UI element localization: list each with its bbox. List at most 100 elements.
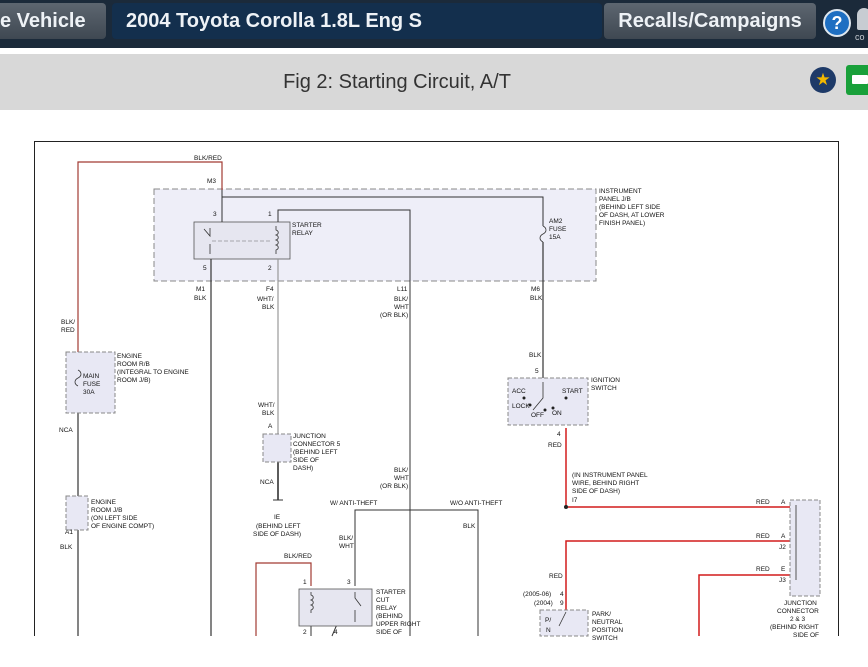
label-relay-pin-3: 3 <box>213 211 217 218</box>
label-am2-1: AM2 <box>549 218 563 225</box>
wire-red-jc-j2 <box>565 540 790 636</box>
label-ign-blk: BLK <box>529 352 542 359</box>
vehicle-title-text: 2004 Toyota Corolla 1.8L Eng S <box>126 9 423 32</box>
help-icon[interactable]: ? <box>823 9 851 37</box>
label-pn-pin-4: 4 <box>560 591 564 598</box>
label-ipjb-4: OF DASH, AT LOWER <box>599 212 665 219</box>
engine-room-jb-box <box>65 495 89 531</box>
label-ign-red: RED <box>548 442 562 449</box>
label-cut-relay-4: (BEHIND <box>376 613 403 620</box>
label-cut-wire-2: WHT <box>339 543 354 550</box>
starter-relay-coil <box>274 226 279 254</box>
label-pn-switch-2: NEUTRAL <box>592 619 623 626</box>
label-jc-red-j2: RED <box>756 533 770 540</box>
label-l11-lower-3: (OR BLK) <box>380 483 408 490</box>
label-pn-pin-9: 9 <box>560 600 564 607</box>
label-cut-pin-1: 1 <box>303 579 307 586</box>
label-f4-wire-1: WHT/ <box>257 296 274 303</box>
label-i7: I7 <box>572 497 578 504</box>
label-ign-pin-4: 4 <box>557 431 561 438</box>
diagram-frame <box>34 141 839 636</box>
ign-acc-dot <box>522 396 526 400</box>
label-pn-red: RED <box>549 573 563 580</box>
label-jc5-2: CONNECTOR 5 <box>293 441 341 448</box>
label-cut-blk-red: BLK/RED <box>284 553 312 560</box>
starter-cut-relay-contact <box>354 592 362 622</box>
recalls-campaigns-label: Recalls/Campaigns <box>618 9 802 32</box>
label-jc5-wire-1: WHT/ <box>258 402 275 409</box>
label-ign-pin-5: 5 <box>535 368 539 375</box>
printer-icon <box>852 75 868 84</box>
label-errb-4: ROOM J/B) <box>117 377 151 384</box>
label-jc5-1: JUNCTION <box>293 433 326 440</box>
label-ign-switch-2: SWITCH <box>591 385 617 392</box>
label-cut-relay-2: CUT <box>376 597 389 604</box>
label-erjb-3: (ON LEFT SIDE <box>91 515 138 522</box>
wire-relay1 <box>277 209 411 636</box>
top-navigation-bar: e Vehicle 2004 Toyota Corolla 1.8L Eng S… <box>0 0 868 48</box>
label-j2: J2 <box>779 544 786 551</box>
label-ip-wire-2: WIRE, BEHIND RIGHT <box>572 480 639 487</box>
label-a1-blk: BLK <box>60 544 73 551</box>
starter-cut-relay-coil <box>309 592 314 613</box>
label-ign-on: ON <box>552 410 562 417</box>
label-m1: M1 <box>196 286 205 293</box>
label-jc5-3: (BEHIND LEFT <box>293 449 337 456</box>
change-vehicle-tab[interactable]: e Vehicle <box>0 3 106 39</box>
label-m3: M3 <box>207 178 216 185</box>
label-pn-n: N <box>546 627 551 634</box>
label-main-fuse-3: 30A <box>83 389 95 396</box>
label-jc-pin-e: E <box>781 566 786 573</box>
label-a1: A1 <box>65 529 73 536</box>
recalls-campaigns-tab[interactable]: Recalls/Campaigns <box>604 3 816 39</box>
label-ign-lock: LOCK <box>512 403 530 410</box>
label-l11-wire-2: WHT <box>394 304 409 311</box>
label-ipjb-2: PANEL J/B <box>599 196 631 203</box>
wire-blk-red-top <box>77 161 223 352</box>
wire-blk-red-cut-relay <box>255 562 312 636</box>
label-erjb-4: OF ENGINE COMPT) <box>91 523 154 530</box>
junction-connector-23-box <box>789 499 821 597</box>
label-cut-pin-4: 4 <box>334 629 338 636</box>
label-ign-acc: ACC <box>512 388 526 395</box>
label-jc-red-a: RED <box>756 499 770 506</box>
label-nca-mid: NCA <box>260 479 274 486</box>
label-relay-pin-5: 5 <box>203 265 207 272</box>
i7-splice-dot <box>564 505 568 509</box>
label-m6-blk: BLK <box>530 295 543 302</box>
label-cut-relay-6: SIDE OF <box>376 629 402 636</box>
engine-room-rb-box <box>65 351 116 414</box>
label-am2-3: 15A <box>549 234 561 241</box>
instrument-panel-jb-box <box>153 188 597 282</box>
label-ipjb-3: (BEHIND LEFT SIDE <box>599 204 661 211</box>
label-ipjb-1: INSTRUMENT <box>599 188 642 195</box>
label-pn-switch-4: SWITCH <box>592 635 618 642</box>
ign-start-dot <box>564 396 568 400</box>
figure-header-bar: Fig 2: Starting Circuit, A/T ★ <box>0 54 868 110</box>
label-ip-wire-3: SIDE OF DASH) <box>572 488 620 495</box>
label-l11-lower-2: WHT <box>394 475 409 482</box>
label-errb-2: ROOM R/B <box>117 361 150 368</box>
favorite-star-icon[interactable]: ★ <box>810 67 836 93</box>
label-starter-relay-1: STARTER <box>292 222 322 229</box>
print-button[interactable] <box>846 65 868 95</box>
label-jc23-2: CONNECTOR <box>777 608 819 615</box>
favorite-star-glyph: ★ <box>815 70 831 89</box>
label-m6: M6 <box>531 286 540 293</box>
label-starter-relay-2: RELAY <box>292 230 313 237</box>
label-am2-2: FUSE <box>549 226 567 233</box>
label-erjb-2: ROOM J/B <box>91 507 122 514</box>
park-neutral-contact <box>558 611 567 627</box>
label-cut-relay-3: RELAY <box>376 605 397 612</box>
contact-icon[interactable] <box>857 8 868 30</box>
am2-fuse-symbol <box>539 225 547 243</box>
label-jc5-4: SIDE OF <box>293 457 319 464</box>
label-l11-wire-3: (OR BLK) <box>380 312 408 319</box>
label-main-fuse-1: MAIN <box>83 373 100 380</box>
label-f4: F4 <box>266 286 274 293</box>
label-cut-relay-5: UPPER RIGHT <box>376 621 420 628</box>
label-ip-wire-1: (IN INSTRUMENT PANEL <box>572 472 648 479</box>
label-jc5-5: DASH) <box>293 465 313 472</box>
ignition-switch-contact <box>532 382 544 411</box>
